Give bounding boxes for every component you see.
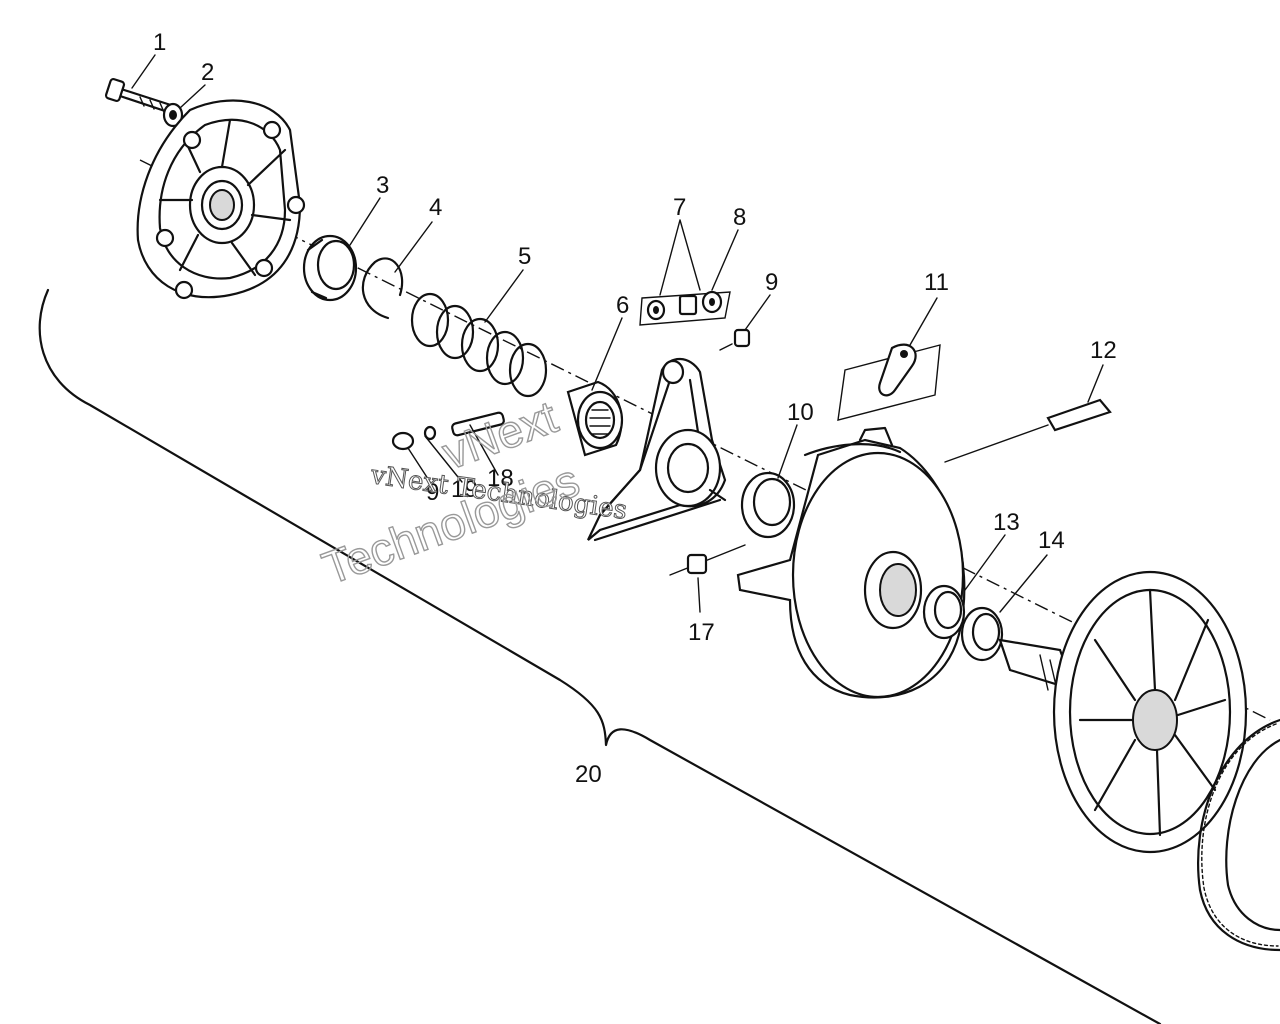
spider-arm-assembly (587, 357, 727, 542)
roller-part-19 (391, 431, 415, 451)
fixed-sheave-shaft (998, 570, 1248, 854)
callout-19: 19 (451, 476, 478, 503)
nut-part-9 (719, 328, 751, 351)
weight-part-11 (837, 343, 941, 421)
callout-9-left: 9 (426, 479, 439, 506)
movable-sheave (736, 426, 966, 699)
washer-part-2 (162, 102, 184, 128)
callout-4: 4 (429, 194, 442, 221)
callout-8: 8 (733, 204, 746, 231)
bushing-part-13 (922, 584, 966, 640)
pin-part-18 (451, 411, 505, 437)
callout-14: 14 (1038, 527, 1065, 554)
ring-gear (1197, 718, 1280, 952)
callout-11: 11 (924, 269, 949, 296)
callout-20: 20 (575, 761, 602, 788)
ring-part-10 (740, 471, 796, 539)
washer-part-9-left (423, 425, 437, 441)
callout-9-right: 9 (765, 269, 778, 296)
callout-10: 10 (787, 399, 814, 426)
nut-part-17 (669, 544, 746, 576)
pin-part-12 (944, 398, 1112, 463)
washer-part-14 (960, 606, 1004, 662)
assembly-bracket (38, 288, 1162, 1024)
roller-part-6 (566, 380, 624, 457)
leader-lines (131, 54, 1104, 613)
callout-2: 2 (201, 59, 214, 86)
callout-5: 5 (518, 243, 531, 270)
snap-ring-part-4 (361, 257, 404, 320)
callout-7: 7 (673, 194, 686, 221)
cover-housing (136, 99, 306, 300)
spring-part-5 (410, 292, 548, 398)
callout-6: 6 (616, 292, 629, 319)
callout-13: 13 (993, 509, 1020, 536)
nut-washer-group-7-8 (639, 290, 731, 326)
callout-18: 18 (487, 465, 514, 492)
callout-12: 12 (1090, 337, 1117, 364)
callout-3: 3 (376, 172, 389, 199)
bushing-part-3 (302, 234, 358, 302)
callout-17: 17 (688, 619, 715, 646)
callout-1: 1 (153, 29, 166, 56)
